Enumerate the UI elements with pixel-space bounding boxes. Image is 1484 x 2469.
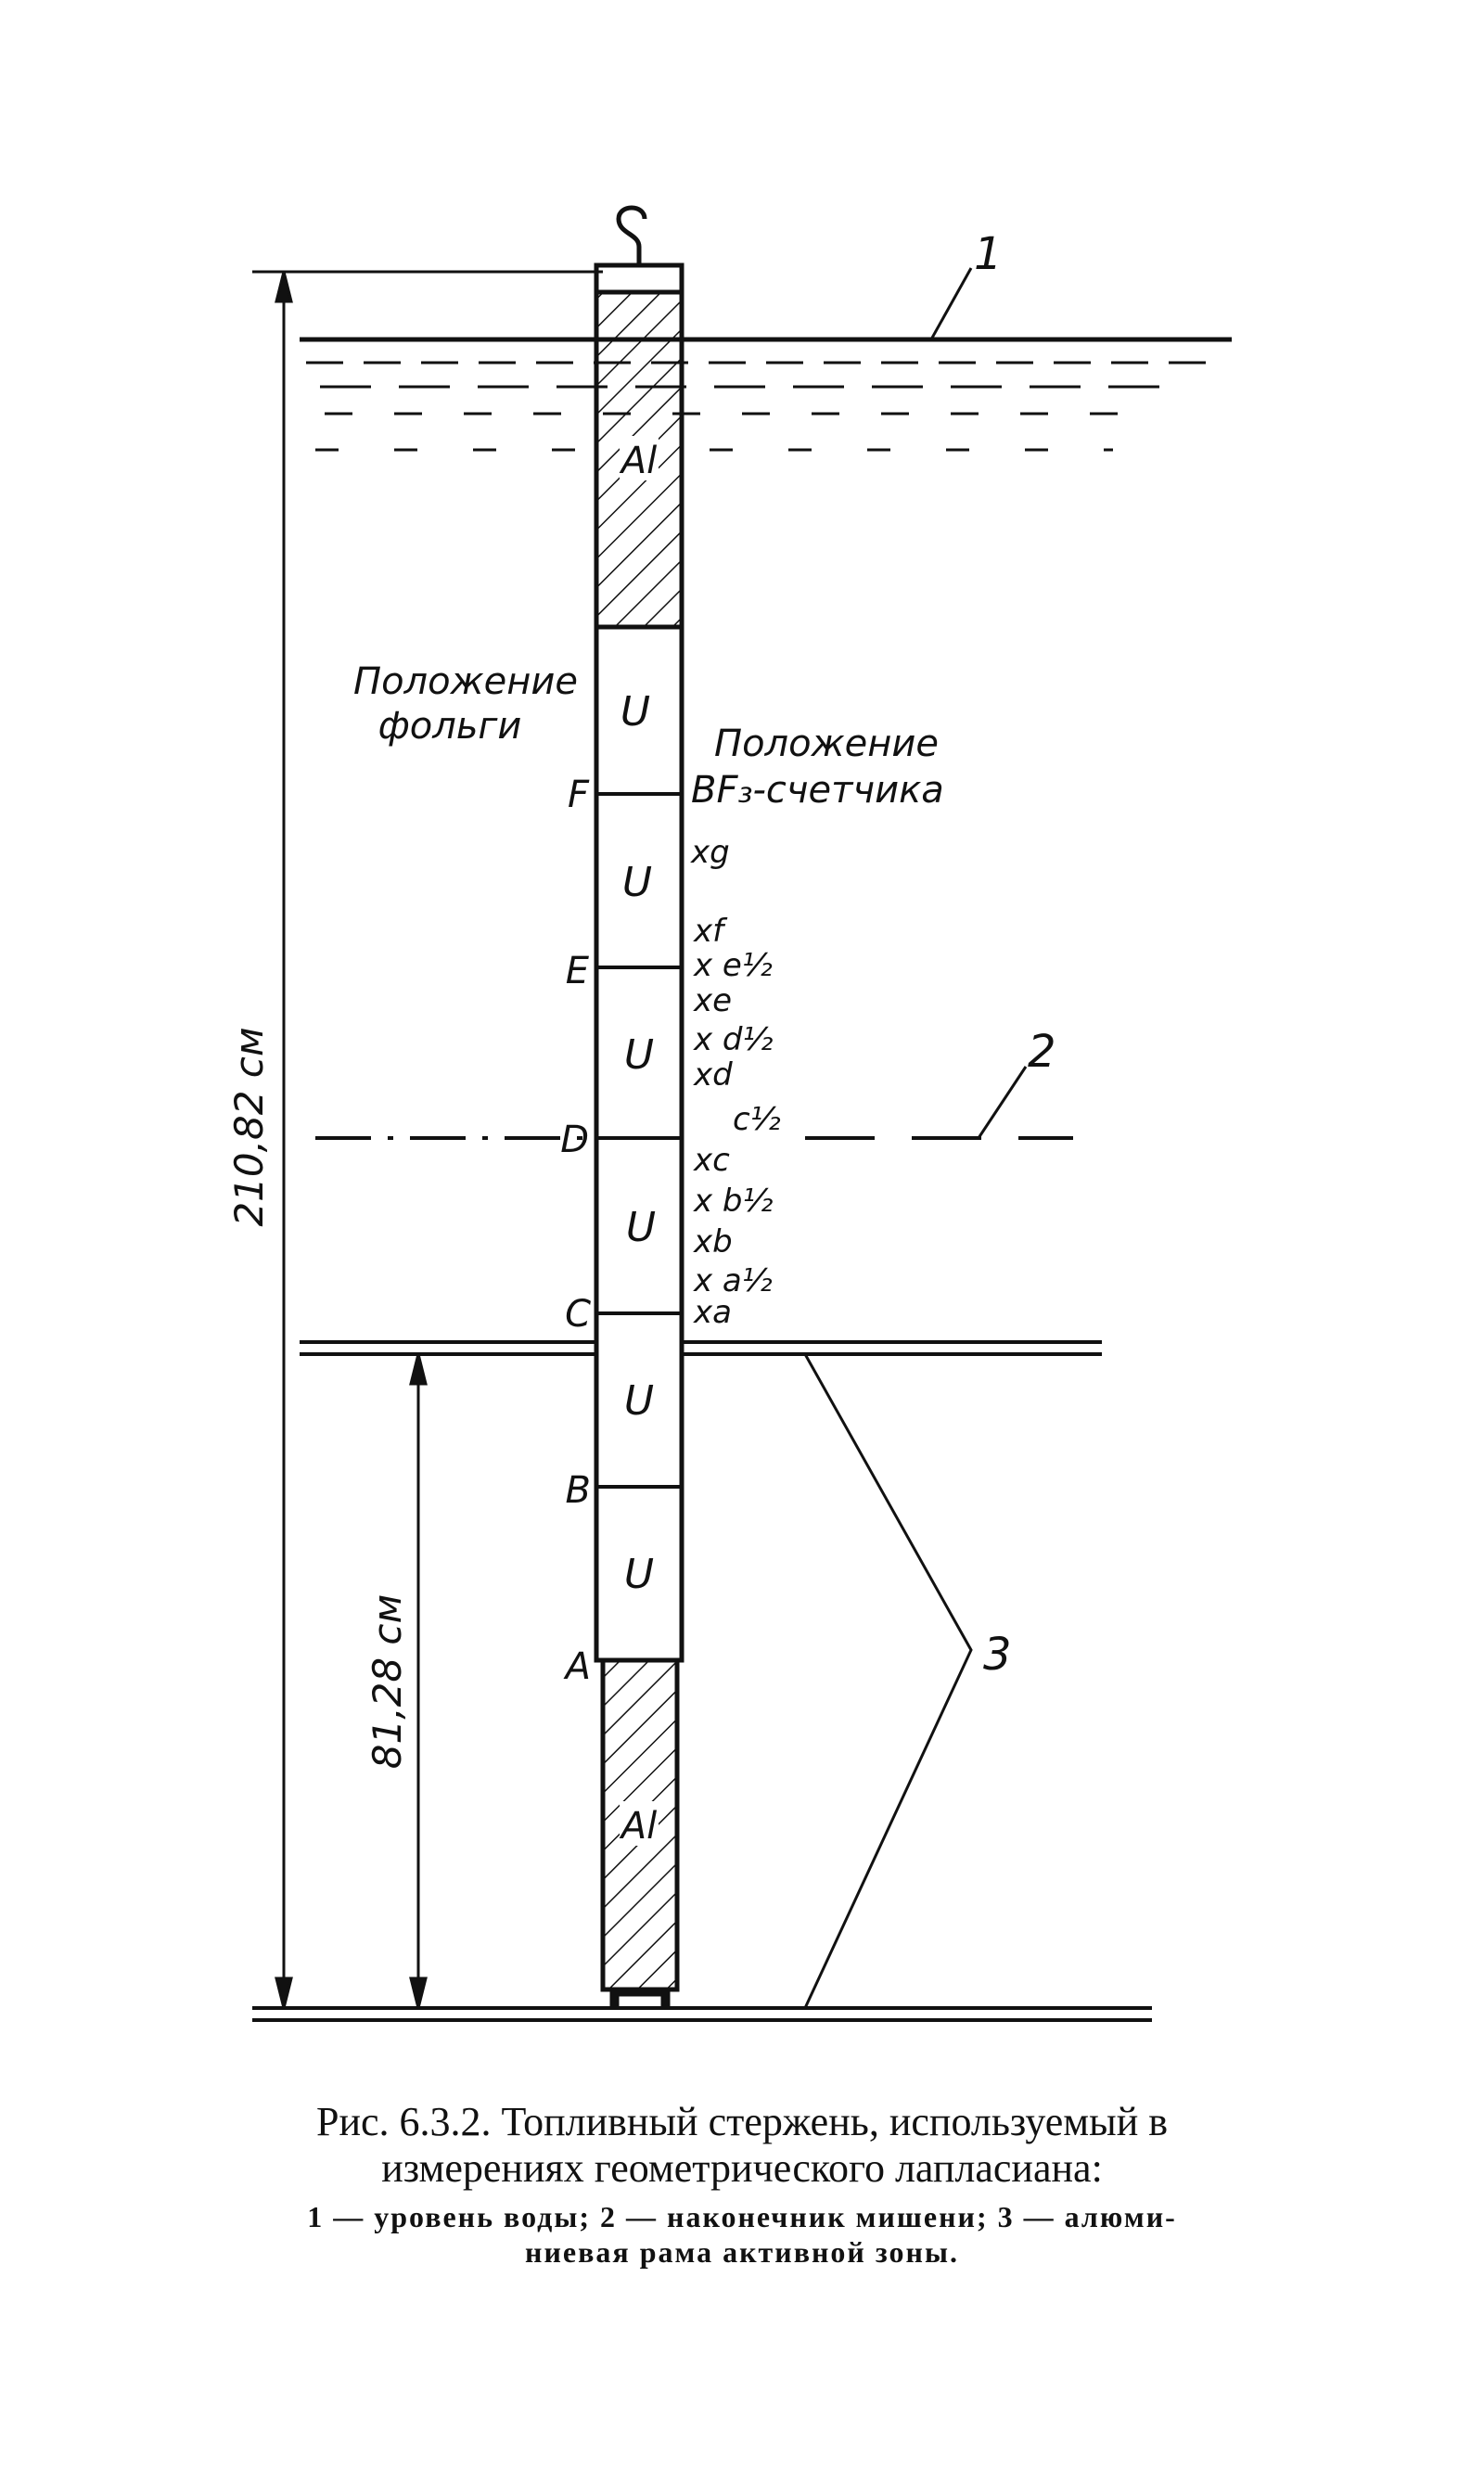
callout-2: 2: [1028, 1026, 1056, 1078]
hook-icon: [616, 205, 647, 265]
counter-pos: x e½: [693, 947, 773, 984]
counter-pos: xf: [693, 913, 728, 950]
material-u: U: [624, 1551, 654, 1598]
counter-pos: x d½: [693, 1021, 774, 1058]
counter-positions: xg xf x e½ xe x d½ xd c½ xc x b½ xb x a½…: [690, 834, 781, 1331]
counter-pos: xa: [693, 1294, 732, 1331]
counter-title-2: BF₃-счетчика: [691, 769, 944, 812]
foil-title-1: Положение: [353, 660, 578, 703]
caption-legend: 1 — уровень воды; 2 — наконечник мишени;…: [307, 2200, 1177, 2233]
counter-pos: xd: [693, 1056, 733, 1094]
material-al-bottom: Al: [619, 1805, 657, 1848]
counter-pos: xc: [693, 1142, 730, 1179]
foil-title-2: фольги: [378, 705, 522, 748]
uranium-sections: [594, 624, 684, 1663]
counter-pos: x b½: [693, 1183, 774, 1220]
counter-pos: c½: [733, 1101, 781, 1138]
water-surface: [300, 337, 1232, 452]
counter-pos: x a½: [693, 1262, 773, 1299]
foil-a: A: [563, 1645, 591, 1688]
callout-1: 1: [974, 228, 1003, 280]
counter-pos: xg: [690, 834, 730, 871]
material-u: U: [620, 688, 650, 736]
material-u: U: [624, 1031, 654, 1079]
counter-pos: xb: [693, 1223, 733, 1260]
foil-b: B: [566, 1469, 591, 1512]
material-u: U: [622, 859, 652, 906]
core-frame: [252, 1340, 1152, 2022]
counter-pos: xe: [693, 982, 732, 1019]
caption-title-cont: измерениях геометрического лапласиана:: [381, 2145, 1103, 2191]
foil-f: F: [568, 774, 590, 816]
dimension-lines: [252, 270, 603, 2009]
target-tip-line: [315, 1066, 1073, 1140]
dimension-total-label: 210,82 см: [226, 1027, 272, 1226]
foil-c: C: [565, 1293, 591, 1336]
dimension-lower-label: 81,28 см: [365, 1594, 410, 1769]
foil-d: D: [560, 1119, 589, 1161]
leader-1: [929, 267, 973, 340]
caption-legend-cont: ниевая рама активной зоны.: [525, 2235, 959, 2269]
uranium-labels: U U U U U U: [620, 688, 656, 1598]
counter-title-1: Положение: [714, 723, 939, 765]
material-al-top: Al: [619, 440, 657, 482]
material-u: U: [624, 1377, 654, 1425]
foil-e: E: [566, 950, 590, 992]
callout-3: 3: [983, 1629, 1012, 1681]
material-u: U: [626, 1204, 656, 1251]
foil-positions: F E D C B A: [560, 774, 591, 1688]
caption-title: Рис. 6.3.2. Топливный стержень, использу…: [315, 2099, 1169, 2144]
